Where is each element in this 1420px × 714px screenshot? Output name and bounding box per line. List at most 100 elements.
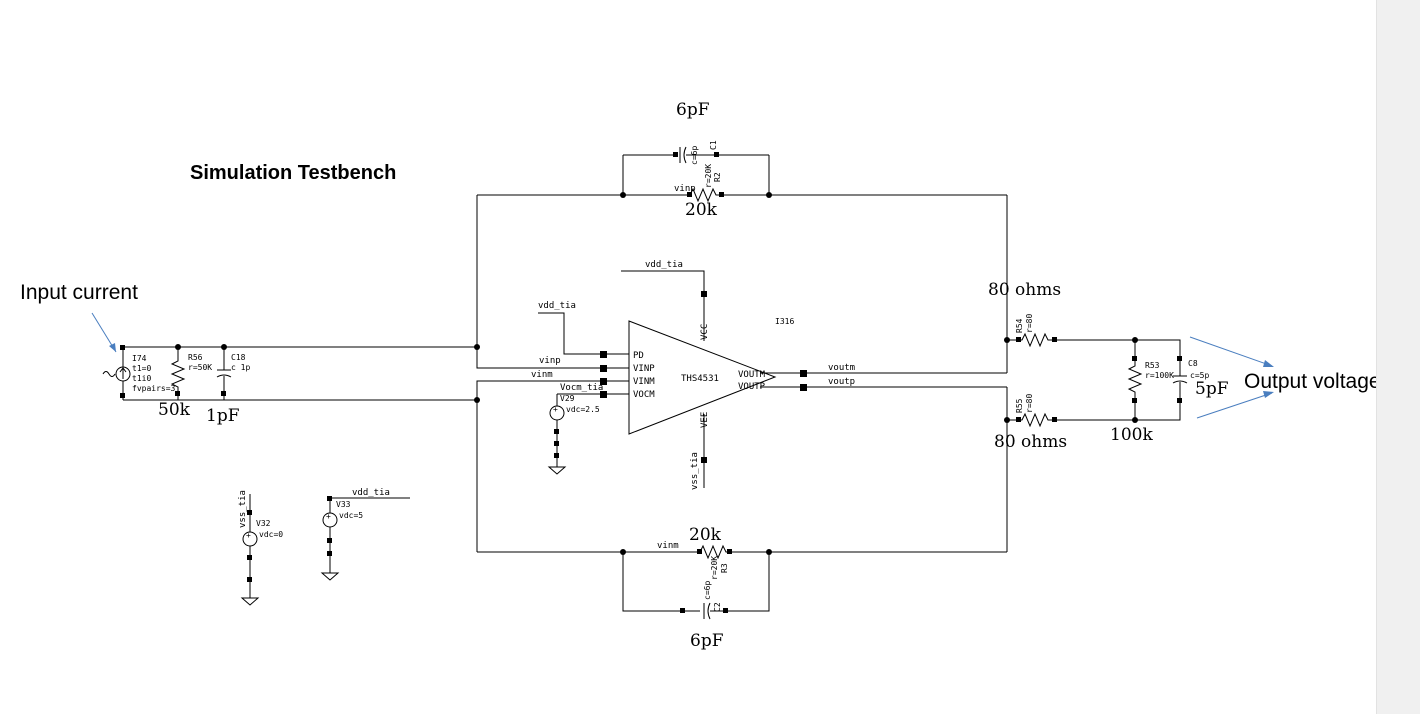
vcc-wire xyxy=(621,270,705,341)
c1-name: C1 xyxy=(709,140,718,150)
v29-symbol xyxy=(549,405,565,421)
r3-name: R3 xyxy=(720,563,729,573)
junction-top-right xyxy=(766,192,772,198)
i74-name: I74 xyxy=(132,354,147,363)
c1-pin-right xyxy=(714,152,719,157)
r56-name: R56 xyxy=(188,353,203,362)
opamp-triangle xyxy=(628,320,777,435)
r3-pin-right xyxy=(727,549,732,554)
v29-plus: + xyxy=(553,405,558,414)
rs-top-value: 80 ohms xyxy=(988,280,1061,300)
pin-voutm xyxy=(800,370,807,377)
pin-pd xyxy=(600,351,607,358)
rf-bot-wire xyxy=(477,544,1007,560)
output-arrow-top xyxy=(1189,336,1273,367)
r56-pin-bot xyxy=(175,391,180,396)
v29-pin-2 xyxy=(554,441,559,446)
v33-symbol xyxy=(322,512,338,528)
net-label-voutp: voutp xyxy=(828,377,855,387)
v33-pin-1 xyxy=(327,538,332,543)
diagram-title: Simulation Testbench xyxy=(190,162,396,184)
c2-param: c=6p xyxy=(703,581,712,600)
vinm-wire xyxy=(476,380,600,552)
c8-pin-top xyxy=(1177,356,1182,361)
v33-wire xyxy=(329,497,410,573)
output-arrowhead-bot xyxy=(1263,391,1274,398)
source-wave-icon xyxy=(102,371,116,377)
pin-label-vee: VEE xyxy=(700,412,710,428)
output-arrow-bot xyxy=(1196,392,1273,419)
v29-ground-icon xyxy=(547,466,567,475)
opamp-name: THS4531 xyxy=(681,374,719,384)
current-source-arrow xyxy=(119,367,127,379)
c2-branch-wire xyxy=(622,552,770,612)
v32-pin-2 xyxy=(247,577,252,582)
net-label-vinm: vinm xyxy=(531,370,553,380)
top-feedback-network: 6pF c=6p C1 vinp r=20K R2 20k xyxy=(477,100,1007,220)
c8-name: C8 xyxy=(1188,359,1198,368)
r53-name: R53 xyxy=(1145,361,1160,370)
r53-pin-top xyxy=(1132,356,1137,361)
c2-name: C2 xyxy=(713,602,722,612)
pin-vcc xyxy=(701,291,707,297)
pd-wire xyxy=(538,312,600,355)
c1-branch-wire xyxy=(622,154,770,195)
input-current-label: Input current xyxy=(20,281,138,304)
net-label-vss: vss_tia xyxy=(238,490,248,528)
v32-name: V32 xyxy=(256,519,271,528)
vertical-scrollbar[interactable] xyxy=(1376,0,1420,714)
net-label-vinm-bot: vinm xyxy=(657,541,679,551)
pin-leads xyxy=(607,353,629,395)
c-load-value: 5pF xyxy=(1195,379,1229,399)
v29-vocm-source: + V29 vdc=2.5 xyxy=(547,394,600,475)
pin-label-vcc: VCC xyxy=(700,324,710,340)
r54-wire xyxy=(1007,332,1181,353)
output-network: 80 ohms R54 r=80 R55 r=80 80 ohms R53 r=… xyxy=(988,195,1229,552)
i74-param-2: t1i0 xyxy=(132,374,151,383)
cf-bot-value: 6pF xyxy=(690,631,724,651)
v33-param: vdc=5 xyxy=(339,511,363,520)
pin-label-voutp: VOUTP xyxy=(738,382,766,392)
rf-top-value: 20k xyxy=(685,200,718,220)
c2-plate-right xyxy=(707,602,711,620)
c18-plate-bot xyxy=(216,374,232,378)
r-in-value: 50k xyxy=(158,400,191,420)
junction-c18-top xyxy=(221,344,227,350)
r55-name: R55 xyxy=(1015,398,1024,413)
r-load-value: 100k xyxy=(1110,425,1153,445)
rf-bot-value: 20k xyxy=(689,525,722,545)
r55-pin-left xyxy=(1016,417,1021,422)
r54-name: R54 xyxy=(1015,318,1024,333)
r55-pin-right xyxy=(1052,417,1057,422)
rs-bot-value: 80 ohms xyxy=(994,432,1067,452)
v29-name: V29 xyxy=(560,394,575,403)
rf-top-wire xyxy=(477,187,1007,203)
net-label-vss-vee: vss_tia xyxy=(690,452,700,490)
v33-pin-top xyxy=(327,496,332,501)
c-in-value: 1pF xyxy=(206,406,240,426)
bottom-feedback-network: 20k vinm r=20K R3 c=6p C2 6pF xyxy=(477,525,1007,651)
pin-label-vocm: VOCM xyxy=(633,390,655,400)
c8-plate-bot xyxy=(1172,380,1188,384)
net-label-vdd-vcc: vdd_tia xyxy=(645,260,683,270)
output-arrowhead-top xyxy=(1263,360,1274,367)
output-voltage-label: Output voltage xyxy=(1244,370,1376,393)
r2-pin-right xyxy=(719,192,724,197)
v32-vss-source: + vss_tia V32 vdc=0 xyxy=(238,490,283,606)
r56-resistor xyxy=(170,347,186,400)
r54-pin-left xyxy=(1016,337,1021,342)
pin-label-vinp: VINP xyxy=(633,364,655,374)
r3-param: r=20K xyxy=(710,556,719,580)
v33-name: V33 xyxy=(336,500,351,509)
c2-pin-right xyxy=(723,608,728,613)
pin-vocm xyxy=(600,391,607,398)
junction-top-left xyxy=(620,192,626,198)
v29-param: vdc=2.5 xyxy=(566,405,600,414)
r55-wire xyxy=(1007,407,1181,428)
v33-vdd-source: + vdd_tia V33 vdc=5 xyxy=(320,488,410,581)
c1-param: c=6p xyxy=(690,146,699,165)
net-label-vdd: vdd_tia xyxy=(352,488,390,498)
c1-pin-left xyxy=(673,152,678,157)
v33-pin-2 xyxy=(327,551,332,556)
r53-param: r=100K xyxy=(1145,371,1174,380)
